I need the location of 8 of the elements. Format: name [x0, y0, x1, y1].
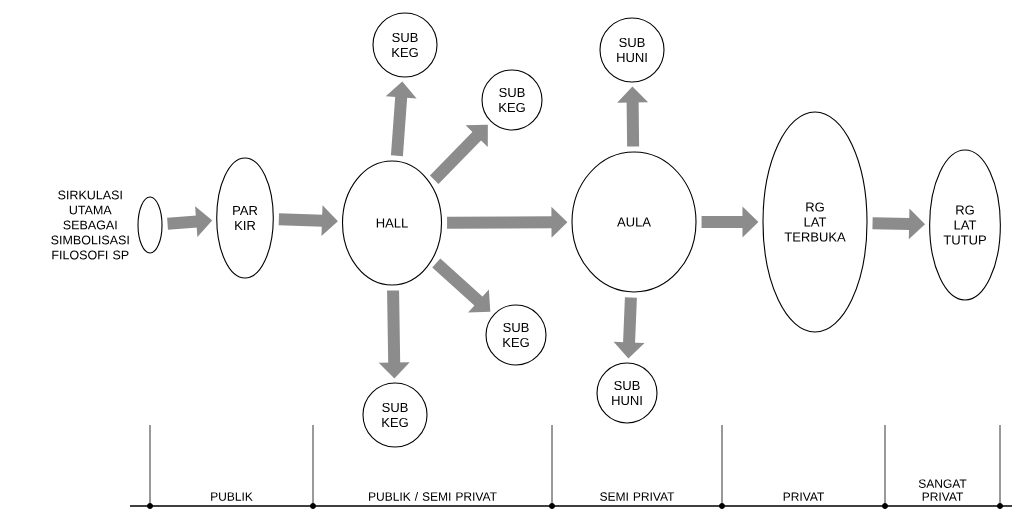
block-arrow	[429, 124, 488, 184]
block-arrow	[432, 258, 491, 313]
zone-label: PUBLIK	[211, 492, 253, 501]
zone-label: SEMI PRIVAT	[600, 492, 675, 501]
zone-label: PUBLIK / SEMI PRIVAT	[369, 492, 497, 501]
circulation-note: SIRKULASI UTAMA SEBAGAI SIMBOLISASI FILOSOFI SP	[51, 190, 129, 260]
zone-label: SANGAT PRIVAT	[918, 479, 967, 501]
zone-label: PRIVAT	[783, 492, 824, 501]
